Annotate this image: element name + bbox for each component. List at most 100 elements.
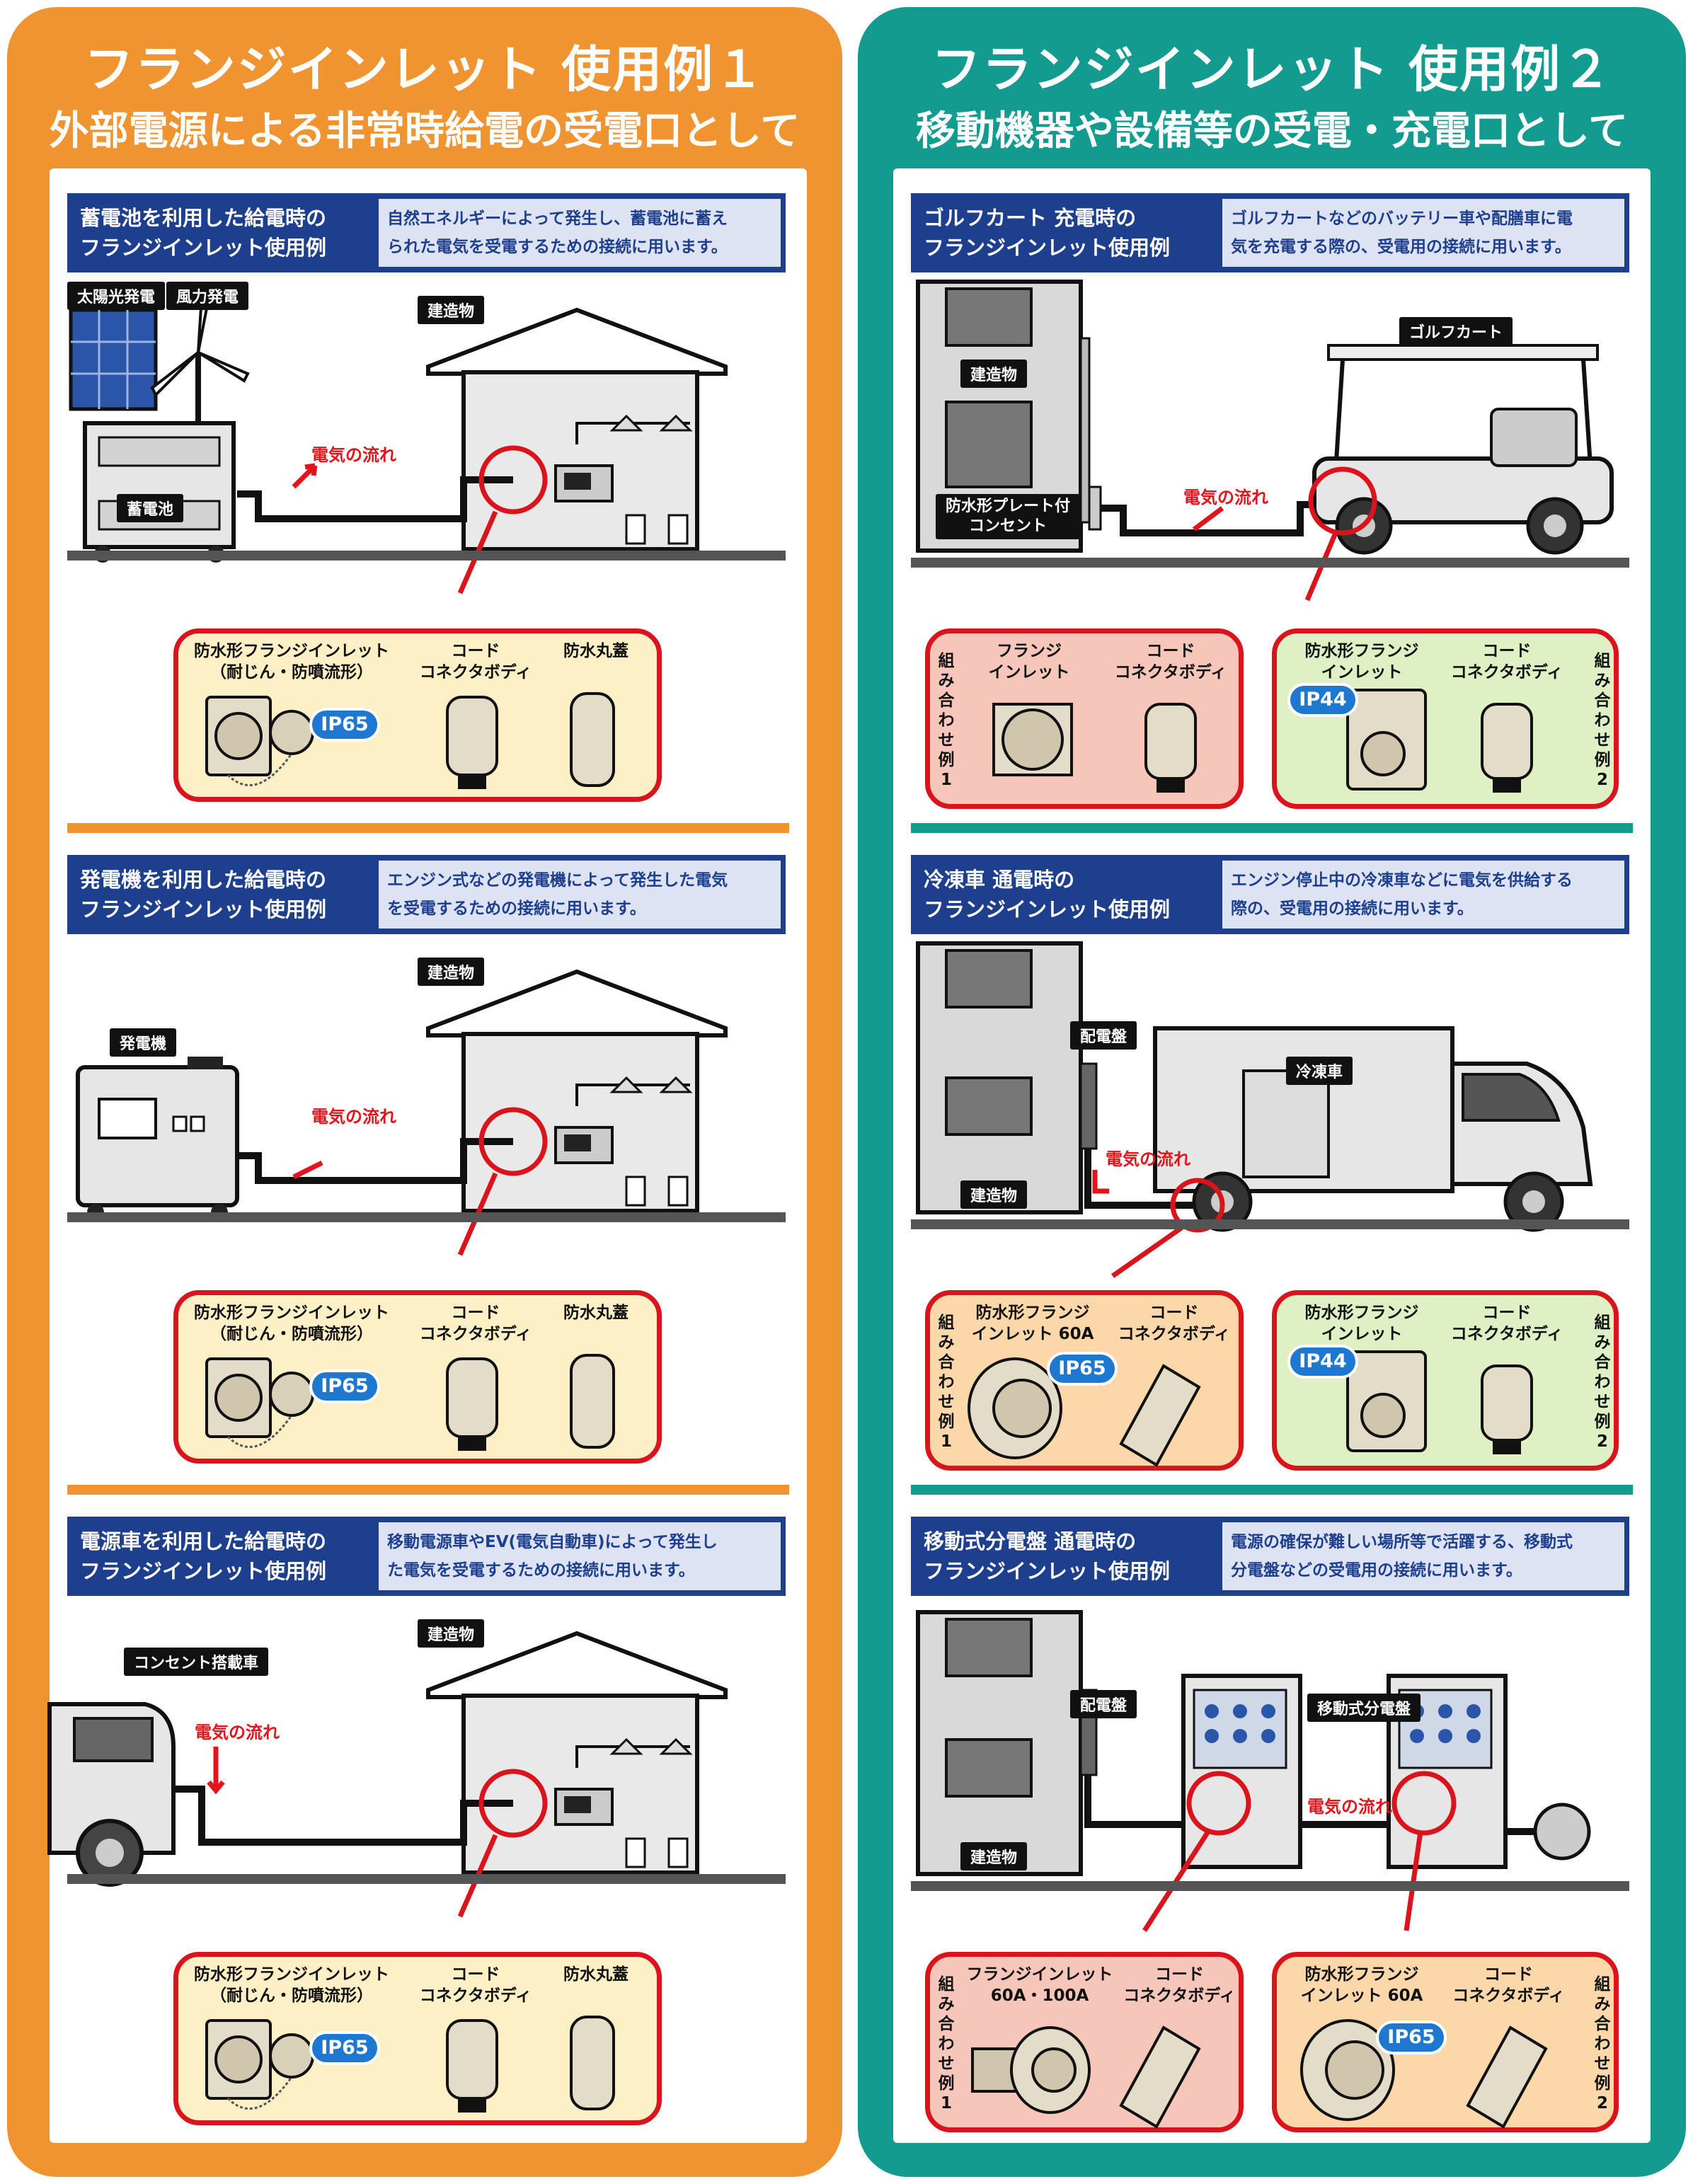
combo-panel-2: 防水形フランジ インレット 60A コード コネクタボディ 組み合わせ例2 IP… (1272, 1952, 1619, 2132)
section-description: ゴルフカートなどのバッテリー車や配膳車に電 気を充電する際の、受電用の接続に用い… (1222, 199, 1624, 267)
power-flow-label: 電気の流れ (1106, 1149, 1190, 1169)
right-column-header: フランジインレット 使用例２ 移動機器や設備等の受電・充電口として (858, 7, 1686, 156)
product-inlet-label: 防水形フランジインレット （耐じん・防噴流形） (194, 642, 389, 682)
combo-label: 組み合わせ例1 (938, 652, 955, 789)
building-illustration (67, 969, 786, 1256)
right-column-subtitle: 移動機器や設備等の受電・充電口として (915, 108, 1629, 154)
product-illustrations (968, 1357, 1201, 1467)
left-column: フランジインレット 使用例１ 外部電源による非常時給電の受電口として 蓄電池を利… (7, 7, 842, 2177)
product-illustrations (205, 692, 615, 789)
section-battery: 蓄電池を利用した給電時の フランジインレット使用例 自然エネルギーによって発生し… (50, 168, 807, 812)
right-column: フランジインレット 使用例２ 移動機器や設備等の受電・充電口として ゴルフカート… (858, 7, 1686, 2177)
section-description: エンジン停止中の冷凍車などに電気を供給する 際の、受電用の接続に用います。 (1222, 861, 1624, 929)
section-divider (911, 823, 1633, 833)
section-golf-cart: ゴルフカート 充電時の フランジインレット使用例 ゴルフカートなどのバッテリー車… (893, 168, 1651, 812)
section-power-vehicle: 電源車を利用した給電時の フランジインレット使用例 移動電源車やEV(電気自動車… (47, 1492, 807, 2136)
tag-building: 建造物 (418, 296, 485, 324)
combo-label: 組み合わせ例2 (1594, 1314, 1611, 1451)
power-flow-label: 電気の流れ (311, 1107, 396, 1127)
right-column-title: フランジインレット 使用例２ (931, 40, 1613, 98)
ip-rating-badge: IP65 (1047, 1352, 1118, 1386)
section-header: ゴルフカート 充電時の フランジインレット使用例 ゴルフカートなどのバッテリー車… (911, 193, 1629, 272)
ip-rating-badge: IP65 (309, 2031, 380, 2065)
tag-mobile-distribution-board: 移動式分電盤 (1307, 1694, 1421, 1722)
product-connector-label: コード コネクタボディ (1452, 1965, 1565, 2005)
product-illustrations (205, 2016, 615, 2113)
section-header: 冷凍車 通電時の フランジインレット使用例 エンジン停止中の冷凍車などに電気を供… (911, 855, 1629, 934)
combo-panel-1: 組み合わせ例1 フランジ インレット コード コネクタボディ (925, 628, 1244, 809)
product-illustrations (992, 703, 1197, 793)
left-content: 蓄電池を利用した給電時の フランジインレット使用例 自然エネルギーによって発生し… (47, 168, 807, 2143)
left-column-header: フランジインレット 使用例１ 外部電源による非常時給電の受電口として (7, 7, 842, 156)
section-title: 蓄電池を利用した給電時の フランジインレット使用例 (80, 206, 327, 260)
section-header: 電源車を利用した給電時の フランジインレット使用例 移動電源車やEV(電気自動車… (67, 1517, 786, 1596)
product-inlet-label: フランジ インレット (988, 642, 1070, 682)
tag-distribution-board: 配電盤 (1070, 1690, 1137, 1718)
product-connector-label: コード コネクタボディ (419, 1304, 532, 1343)
product-inlet-label: 防水形フランジ インレット 60A (971, 1304, 1094, 1343)
product-panel: 防水形フランジインレット （耐じん・防噴流形） コード コネクタボディ 防水丸蓋… (173, 1952, 662, 2125)
combo-panel-1: 組み合わせ例1 防水形フランジ インレット 60A コード コネクタボディ IP… (925, 1290, 1244, 1471)
ip-rating-badge: IP44 (1287, 1345, 1358, 1379)
power-flow-label: 電気の流れ (1183, 488, 1268, 507)
product-connector-label: コード コネクタボディ (1450, 642, 1563, 682)
product-panel: 防水形フランジインレット （耐じん・防噴流形） コード コネクタボディ 防水丸蓋… (173, 628, 662, 802)
section-divider (67, 823, 789, 833)
tag-building: 建造物 (418, 1619, 485, 1648)
power-flow-label: 電気の流れ (311, 445, 396, 465)
combo-panel-1: 組み合わせ例1 フランジインレット 60A・100A コード コネクタボディ (925, 1952, 1244, 2132)
product-panel: 防水形フランジインレット （耐じん・防噴流形） コード コネクタボディ 防水丸蓋… (173, 1290, 662, 1464)
tag-distribution-board: 配電盤 (1070, 1021, 1137, 1050)
combo-panel-2: 防水形フランジ インレット コード コネクタボディ 組み合わせ例2 IP44 (1272, 628, 1619, 809)
tag-battery: 蓄電池 (117, 494, 184, 522)
tag-building: 建造物 (960, 360, 1028, 388)
tag-golf-cart: ゴルフカート (1399, 317, 1513, 345)
right-content: ゴルフカート 充電時の フランジインレット使用例 ゴルフカートなどのバッテリー車… (893, 168, 1651, 2143)
combo-label: 組み合わせ例2 (1594, 652, 1611, 789)
product-inlet-label: 防水形フランジ インレット 60A (1300, 1965, 1423, 2005)
golf-cart-illustration (911, 280, 1629, 602)
section-description: 移動電源車やEV(電気自動車)によって発生し た電気を受電するための接続に用いま… (379, 1522, 781, 1590)
power-flow-label: 電気の流れ (1307, 1797, 1392, 1817)
section-header: 移動式分電盤 通電時の フランジインレット使用例 電源の確保が難しい場所等で活躍… (911, 1517, 1629, 1596)
ip-rating-badge: IP65 (1376, 2021, 1447, 2054)
tag-solar: 太陽光発電 (67, 282, 166, 310)
section-divider (67, 1485, 789, 1495)
distribution-board-illustration (911, 1610, 1629, 1932)
ip-rating-badge: IP44 (1287, 683, 1358, 717)
section-title: ゴルフカート 充電時の フランジインレット使用例 (924, 206, 1171, 260)
combo-label: 組み合わせ例1 (938, 1314, 955, 1451)
product-illustrations (1346, 1350, 1533, 1454)
tag-building: 建造物 (418, 958, 485, 986)
truck-illustration (911, 941, 1629, 1278)
product-cap-label: 防水丸蓋 (563, 642, 629, 660)
section-description: 自然エネルギーによって発生し、蓄電池に蓄え られた電気を受電するための接続に用い… (379, 199, 781, 267)
section-title: 電源車を利用した給電時の フランジインレット使用例 (80, 1529, 327, 1583)
section-description: エンジン式などの発電機によって発生した電気 を受電するための接続に用います。 (379, 861, 781, 929)
product-inlet-label: 防水形フランジ インレット (1304, 642, 1419, 682)
section-title: 移動式分電盤 通電時の フランジインレット使用例 (924, 1529, 1171, 1583)
product-connector-label: コード コネクタボディ (1123, 1965, 1236, 2005)
tag-wind: 風力発電 (166, 282, 249, 310)
product-cap-label: 防水丸蓋 (563, 1965, 629, 1984)
tag-refrigerator-truck: 冷凍車 (1286, 1057, 1353, 1085)
scene-power-vehicle: コンセント搭載車 建造物 電気の流れ (47, 1605, 786, 1918)
tag-outlet: 防水形プレート付 コンセント (936, 494, 1081, 539)
scene-refrigerator-truck: 配電盤 冷凍車 建造物 電気の流れ (911, 941, 1629, 1278)
building-illustration (47, 1631, 786, 1918)
section-generator: 発電機を利用した給電時の フランジインレット使用例 エンジン式などの発電機によっ… (50, 830, 807, 1474)
product-inlet-label: フランジインレット 60A・100A (966, 1965, 1113, 2005)
combo-panel-2: 防水形フランジ インレット コード コネクタボディ 組み合わせ例2 IP44 (1272, 1290, 1619, 1471)
combo-label: 組み合わせ例1 (938, 1975, 955, 2113)
product-illustrations (1300, 2019, 1548, 2129)
product-connector-label: コード コネクタボディ (1118, 1304, 1231, 1343)
section-title: 発電機を利用した給電時の フランジインレット使用例 (80, 868, 327, 921)
product-connector-label: コード コネクタボディ (1450, 1304, 1563, 1343)
product-illustrations (205, 1354, 615, 1451)
power-flow-label: 電気の流れ (195, 1723, 280, 1742)
section-divider (911, 1485, 1633, 1495)
section-title: 冷凍車 通電時の フランジインレット使用例 (924, 868, 1171, 921)
tag-building: 建造物 (960, 1180, 1028, 1209)
tag-power-vehicle: コンセント搭載車 (124, 1648, 269, 1676)
product-connector-label: コード コネクタボディ (419, 1965, 532, 2005)
